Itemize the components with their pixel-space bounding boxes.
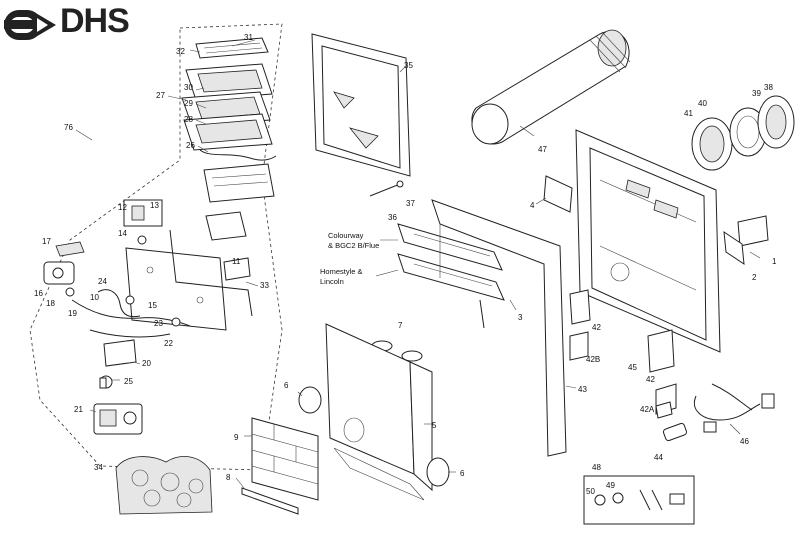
control-plate-part xyxy=(125,229,253,331)
cover-plate-1 xyxy=(737,215,769,247)
callout-43: 43 xyxy=(578,385,587,394)
callout-42A: 42A xyxy=(640,405,655,414)
callout-11: 11 xyxy=(232,257,241,266)
flue-duct-47 xyxy=(471,29,631,145)
callout-37: 37 xyxy=(406,199,415,208)
callout-6b: 6 xyxy=(460,469,465,478)
callout-13: 13 xyxy=(150,201,159,210)
callout-19: 19 xyxy=(68,309,77,318)
callout-42B: 42B xyxy=(586,355,600,364)
note-colourway-line1: Colourway xyxy=(328,231,364,240)
callout-23: 23 xyxy=(154,319,163,328)
radiant-frames-stack xyxy=(181,63,273,151)
callout-22: 22 xyxy=(164,339,173,348)
brick-panel-9 xyxy=(251,417,319,501)
cover-plate-2 xyxy=(723,230,745,266)
mounting-bracket-11 xyxy=(205,211,251,281)
callout-39: 39 xyxy=(752,89,761,98)
note-homestyle-line2: Lincoln xyxy=(320,277,344,286)
note-homestyle-line1: Homestyle & xyxy=(320,267,363,276)
callout-48: 48 xyxy=(592,463,601,472)
callout-labels: 31 32 27 30 29 28 76 26 12 13 14 17 11 3… xyxy=(34,33,777,496)
callout-24: 24 xyxy=(98,277,107,286)
callout-16: 16 xyxy=(34,289,43,298)
bracket-20 xyxy=(103,339,137,367)
burner-assembly-boundary xyxy=(29,23,283,471)
callout-28: 28 xyxy=(184,115,193,124)
glass-door-frame xyxy=(311,33,411,177)
ring-gasket-6a xyxy=(298,386,322,414)
deflector-4 xyxy=(543,175,573,213)
leader-lines xyxy=(75,39,761,489)
flue-seal-rings xyxy=(691,95,795,171)
callout-3: 3 xyxy=(518,313,523,322)
callout-1: 1 xyxy=(772,257,777,266)
callout-9: 9 xyxy=(234,433,239,442)
callout-42c: 42 xyxy=(646,375,655,384)
callout-10: 10 xyxy=(90,293,99,302)
callout-46: 46 xyxy=(740,437,749,446)
callout-21: 21 xyxy=(74,405,83,414)
callout-18: 18 xyxy=(46,299,55,308)
callout-27: 27 xyxy=(156,91,165,100)
burner-bar-part xyxy=(199,149,277,203)
retaining-rail-8 xyxy=(241,487,299,515)
control-knob-25 xyxy=(99,375,113,389)
callout-15: 15 xyxy=(148,301,157,310)
callout-44: 44 xyxy=(654,453,663,462)
callout-30: 30 xyxy=(184,83,193,92)
callout-36: 36 xyxy=(388,213,397,222)
callout-32: 32 xyxy=(176,47,185,56)
gas-pipework xyxy=(71,289,191,338)
callout-29: 29 xyxy=(184,99,193,108)
control-valve-21 xyxy=(93,403,143,435)
fixing-screw-37 xyxy=(369,180,404,197)
gasket-plate-17 xyxy=(55,241,85,257)
callout-50: 50 xyxy=(586,487,595,496)
callout-26: 26 xyxy=(186,141,195,150)
fuel-bed-coals xyxy=(115,456,213,515)
callout-8: 8 xyxy=(226,473,231,482)
gas-valve-part xyxy=(43,261,75,297)
callout-17: 17 xyxy=(42,237,51,246)
piezo-44 xyxy=(662,422,688,442)
ring-gasket-6b xyxy=(426,457,450,487)
wiring-harness-46 xyxy=(694,383,775,433)
outer-frame-43 xyxy=(431,199,567,457)
fixings-kit-48 xyxy=(583,475,695,525)
callout-7: 7 xyxy=(398,321,403,330)
callout-41: 41 xyxy=(684,109,693,118)
callout-31: 31 xyxy=(244,33,253,42)
callout-5: 5 xyxy=(432,421,437,430)
callout-6a: 6 xyxy=(284,381,289,390)
callout-25: 25 xyxy=(124,377,133,386)
callout-40: 40 xyxy=(698,99,707,108)
brand-logo-text: DHS xyxy=(60,2,130,40)
callout-47: 47 xyxy=(538,145,547,154)
callout-35: 35 xyxy=(404,61,413,70)
callout-2: 2 xyxy=(752,273,757,282)
note-colourway-line2: & BGC2 B/Flue xyxy=(328,241,379,250)
callout-4: 4 xyxy=(530,201,535,210)
callout-49: 49 xyxy=(606,481,615,490)
thermocouple-bracket-part xyxy=(123,199,163,245)
callout-20: 20 xyxy=(142,359,151,368)
callout-14: 14 xyxy=(118,229,127,238)
firebox-back-box xyxy=(575,129,721,353)
callout-33: 33 xyxy=(260,281,269,290)
arrow-brand-icon xyxy=(4,10,56,40)
firebox-liner-5 xyxy=(325,323,433,501)
callout-38: 38 xyxy=(764,83,773,92)
mounting-brackets-3 xyxy=(397,223,505,329)
callout-45: 45 xyxy=(628,363,637,372)
callout-12: 12 xyxy=(118,203,127,212)
radiant-strip-part xyxy=(195,37,269,59)
clip-42A xyxy=(655,401,673,419)
callout-42a: 42 xyxy=(592,323,601,332)
callout-76: 76 xyxy=(64,123,73,132)
callout-34: 34 xyxy=(94,463,103,472)
